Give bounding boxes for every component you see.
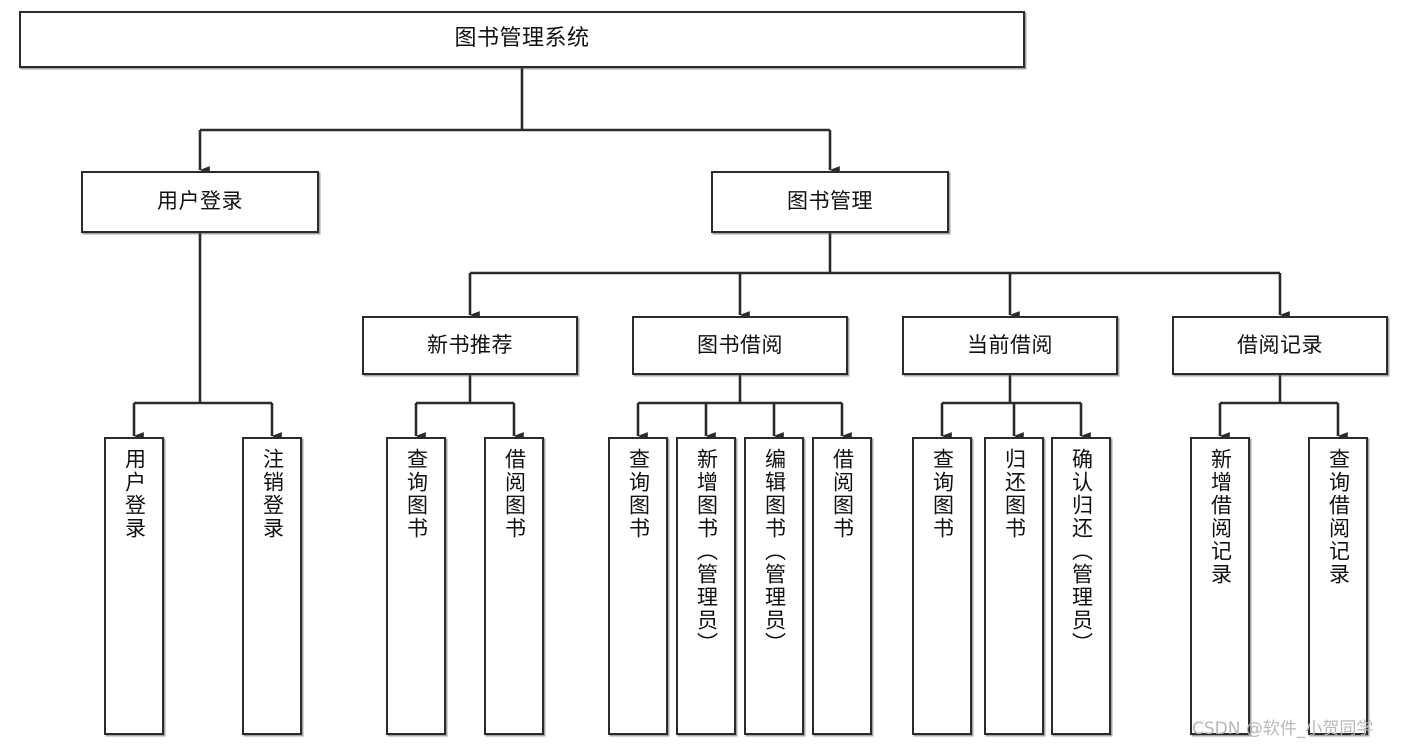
node-leaf_2[interactable]: 查询图书	[386, 437, 446, 735]
node-l3_1[interactable]: 图书借阅	[632, 316, 848, 375]
node-label: 查询图书	[930, 448, 955, 540]
node-label: 归还图书	[1002, 448, 1027, 540]
node-leaf_1[interactable]: 注销登录	[242, 437, 302, 735]
node-label: 查询借阅记录	[1326, 448, 1351, 586]
node-leaf_7[interactable]: 借阅图书	[812, 437, 872, 735]
node-leaf_6[interactable]: 编辑图书（管理员）	[744, 437, 804, 735]
node-l3_3[interactable]: 借阅记录	[1172, 316, 1388, 375]
node-label: 借阅记录	[1237, 332, 1323, 357]
node-label: 查询图书	[626, 448, 651, 540]
node-leaf_5[interactable]: 新增图书（管理员）	[676, 437, 736, 735]
node-label: 图书借阅	[697, 332, 783, 357]
node-label: 图书管理系统	[454, 26, 590, 52]
node-label: 用户登录	[122, 448, 147, 540]
node-leaf_8[interactable]: 查询图书	[912, 437, 972, 735]
node-label: 编辑图书（管理员）	[762, 448, 787, 655]
node-label: 用户登录	[157, 189, 243, 214]
node-l2_0[interactable]: 用户登录	[81, 171, 319, 233]
node-label: 注销登录	[260, 448, 285, 540]
watermark-text: CSDN @软件_小贺同学	[1192, 719, 1374, 739]
node-label: 查询图书	[404, 448, 429, 540]
node-label: 图书管理	[787, 189, 873, 214]
node-label: 新增借阅记录	[1208, 448, 1233, 586]
node-leaf_4[interactable]: 查询图书	[608, 437, 668, 735]
node-l3_0[interactable]: 新书推荐	[362, 316, 578, 375]
node-l2_1[interactable]: 图书管理	[711, 171, 949, 233]
node-leaf_11[interactable]: 新增借阅记录	[1190, 437, 1250, 735]
node-label: 新书推荐	[427, 332, 513, 357]
node-label: 借阅图书	[830, 448, 855, 540]
node-leaf_0[interactable]: 用户登录	[104, 437, 164, 735]
node-leaf_10[interactable]: 确认归还（管理员）	[1051, 437, 1111, 735]
node-leaf_12[interactable]: 查询借阅记录	[1308, 437, 1368, 735]
node-label: 确认归还（管理员）	[1069, 448, 1094, 655]
node-label: 借阅图书	[502, 448, 527, 540]
node-leaf_9[interactable]: 归还图书	[984, 437, 1044, 735]
node-label: 新增图书（管理员）	[694, 448, 719, 655]
node-label: 当前借阅	[967, 332, 1053, 357]
node-root[interactable]: 图书管理系统	[19, 11, 1025, 68]
node-leaf_3[interactable]: 借阅图书	[484, 437, 544, 735]
node-l3_2[interactable]: 当前借阅	[902, 316, 1118, 375]
